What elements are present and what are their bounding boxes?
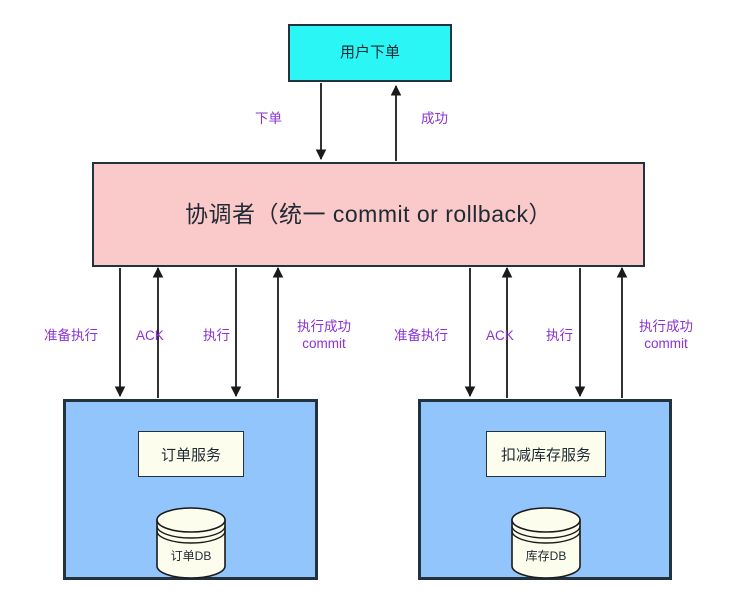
edge-label-success: 成功 — [421, 111, 448, 126]
edge-label-stock-commit: 执行成功 commit — [630, 318, 702, 353]
stock-database-node: 库存DB — [509, 507, 583, 579]
database-cylinder-icon — [156, 507, 226, 579]
edge-label-stock-ack: ACK — [486, 328, 514, 343]
edge-label-order-commit: 执行成功 commit — [288, 318, 360, 353]
order-service-node: 订单服务 — [138, 431, 244, 477]
edge-label-order-ack: ACK — [136, 328, 164, 343]
edge-label-order-execute: 执行 — [203, 328, 230, 343]
edge-label-stock-commit-line1: 执行成功 — [639, 319, 693, 334]
stock-database-label: 库存DB — [525, 549, 567, 563]
database-cylinder-icon — [511, 507, 581, 579]
edge-label-order-commit-line2: commit — [302, 336, 346, 352]
user-place-order-node: 用户下单 — [288, 24, 452, 82]
edge-label-order-commit-line1: 执行成功 — [297, 319, 351, 334]
order-database-label: 订单DB — [170, 549, 212, 563]
edge-label-stock-prepare: 准备执行 — [394, 328, 448, 343]
edge-label-place-order: 下单 — [255, 111, 282, 126]
stock-service-node: 扣减库存服务 — [486, 431, 606, 477]
edge-label-order-prepare: 准备执行 — [44, 328, 98, 343]
order-database-node: 订单DB — [154, 507, 228, 579]
coordinator-node: 协调者（统一 commit or rollback） — [92, 162, 645, 267]
edge-label-stock-execute: 执行 — [546, 328, 573, 343]
edge-label-stock-commit-line2: commit — [644, 336, 688, 352]
